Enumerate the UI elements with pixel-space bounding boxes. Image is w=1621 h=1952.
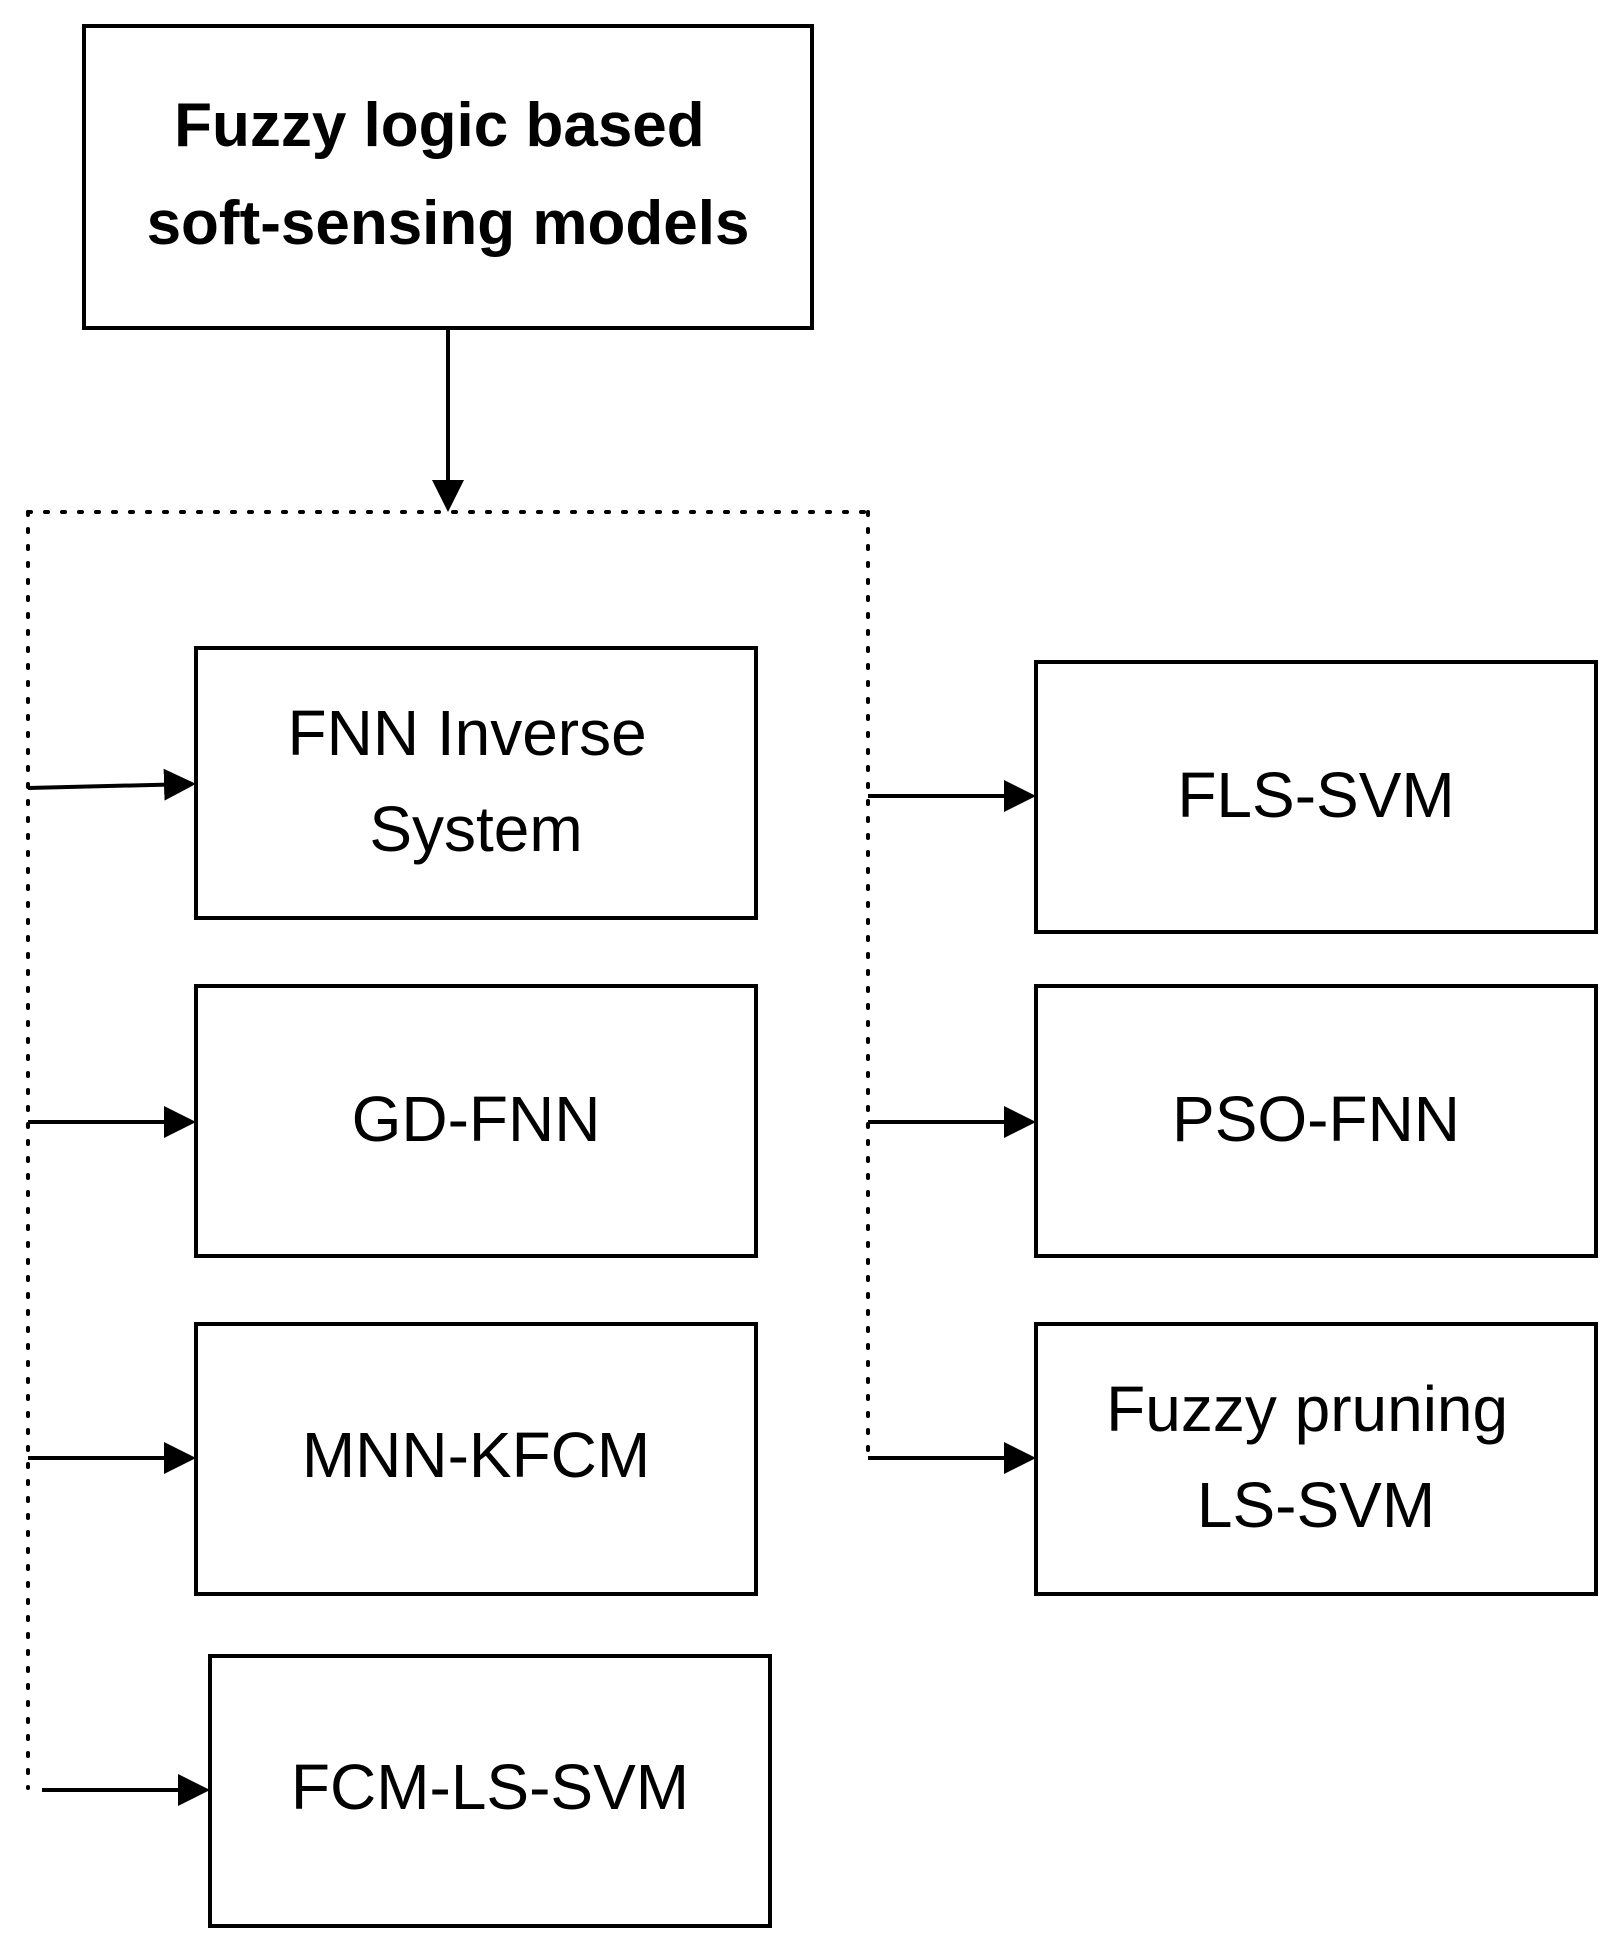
arrow-to-fnn-inverse-system — [27, 768, 196, 801]
dotted-group-bracket — [26, 510, 870, 1790]
left-model-mnn-kfcm: MNN-KFCM — [28, 1322, 758, 1596]
fnn-inverse-system-line-1: FNN Inverse — [288, 697, 647, 769]
fnn-inverse-system-label: FNN Inverse System — [288, 697, 665, 865]
left-model-gd-fnn: GD-FNN — [28, 984, 758, 1258]
root-node-line-1: Fuzzy logic based — [174, 91, 705, 160]
mnn-kfcm-label: MNN-KFCM — [302, 1419, 650, 1491]
root-node: Fuzzy logic based soft-sensing models — [82, 24, 814, 330]
fuzzy-pruning-ls-svm-box — [1034, 1322, 1598, 1596]
gd-fnn-label: GD-FNN — [352, 1083, 601, 1155]
fnn-inverse-system-line-2: System — [369, 793, 582, 865]
fuzzy-pruning-ls-svm-line-2: LS-SVM — [1197, 1469, 1435, 1541]
pso-fnn-line-1: PSO-FNN — [1172, 1083, 1460, 1155]
pso-fnn-label: PSO-FNN — [1172, 1083, 1460, 1155]
root-node-box — [82, 24, 814, 330]
fuzzy-pruning-ls-svm-line-1: Fuzzy pruning — [1106, 1373, 1508, 1445]
mnn-kfcm-line-1: MNN-KFCM — [302, 1419, 650, 1491]
pso-fnn-box — [1034, 984, 1598, 1258]
fcm-ls-svm-label: FCM-LS-SVM — [291, 1751, 689, 1823]
fls-svm-line-1: FLS-SVM — [1177, 759, 1454, 831]
right-model-fls-svm: FLS-SVM — [868, 660, 1598, 934]
root-node-label: Fuzzy logic based soft-sensing models — [147, 91, 750, 258]
fcm-ls-svm-box — [208, 1654, 772, 1928]
fuzzy-pruning-ls-svm-label: Fuzzy pruning LS-SVM — [1106, 1373, 1526, 1541]
left-model-fcm-ls-svm: FCM-LS-SVM — [42, 1654, 772, 1928]
fls-svm-label: FLS-SVM — [1177, 759, 1454, 831]
right-model-pso-fnn: PSO-FNN — [868, 984, 1598, 1258]
fls-svm-box — [1034, 660, 1598, 934]
root-node-line-2: soft-sensing models — [147, 189, 750, 258]
gd-fnn-box — [194, 984, 758, 1258]
fnn-inverse-system-box — [194, 646, 758, 920]
fcm-ls-svm-line-1: FCM-LS-SVM — [291, 1751, 689, 1823]
right-model-fuzzy-pruning-ls-svm: Fuzzy pruning LS-SVM — [868, 1322, 1598, 1596]
left-model-fnn-inverse-system: FNN Inverse System — [27, 646, 758, 920]
mnn-kfcm-box — [194, 1322, 758, 1596]
gd-fnn-line-1: GD-FNN — [352, 1083, 601, 1155]
